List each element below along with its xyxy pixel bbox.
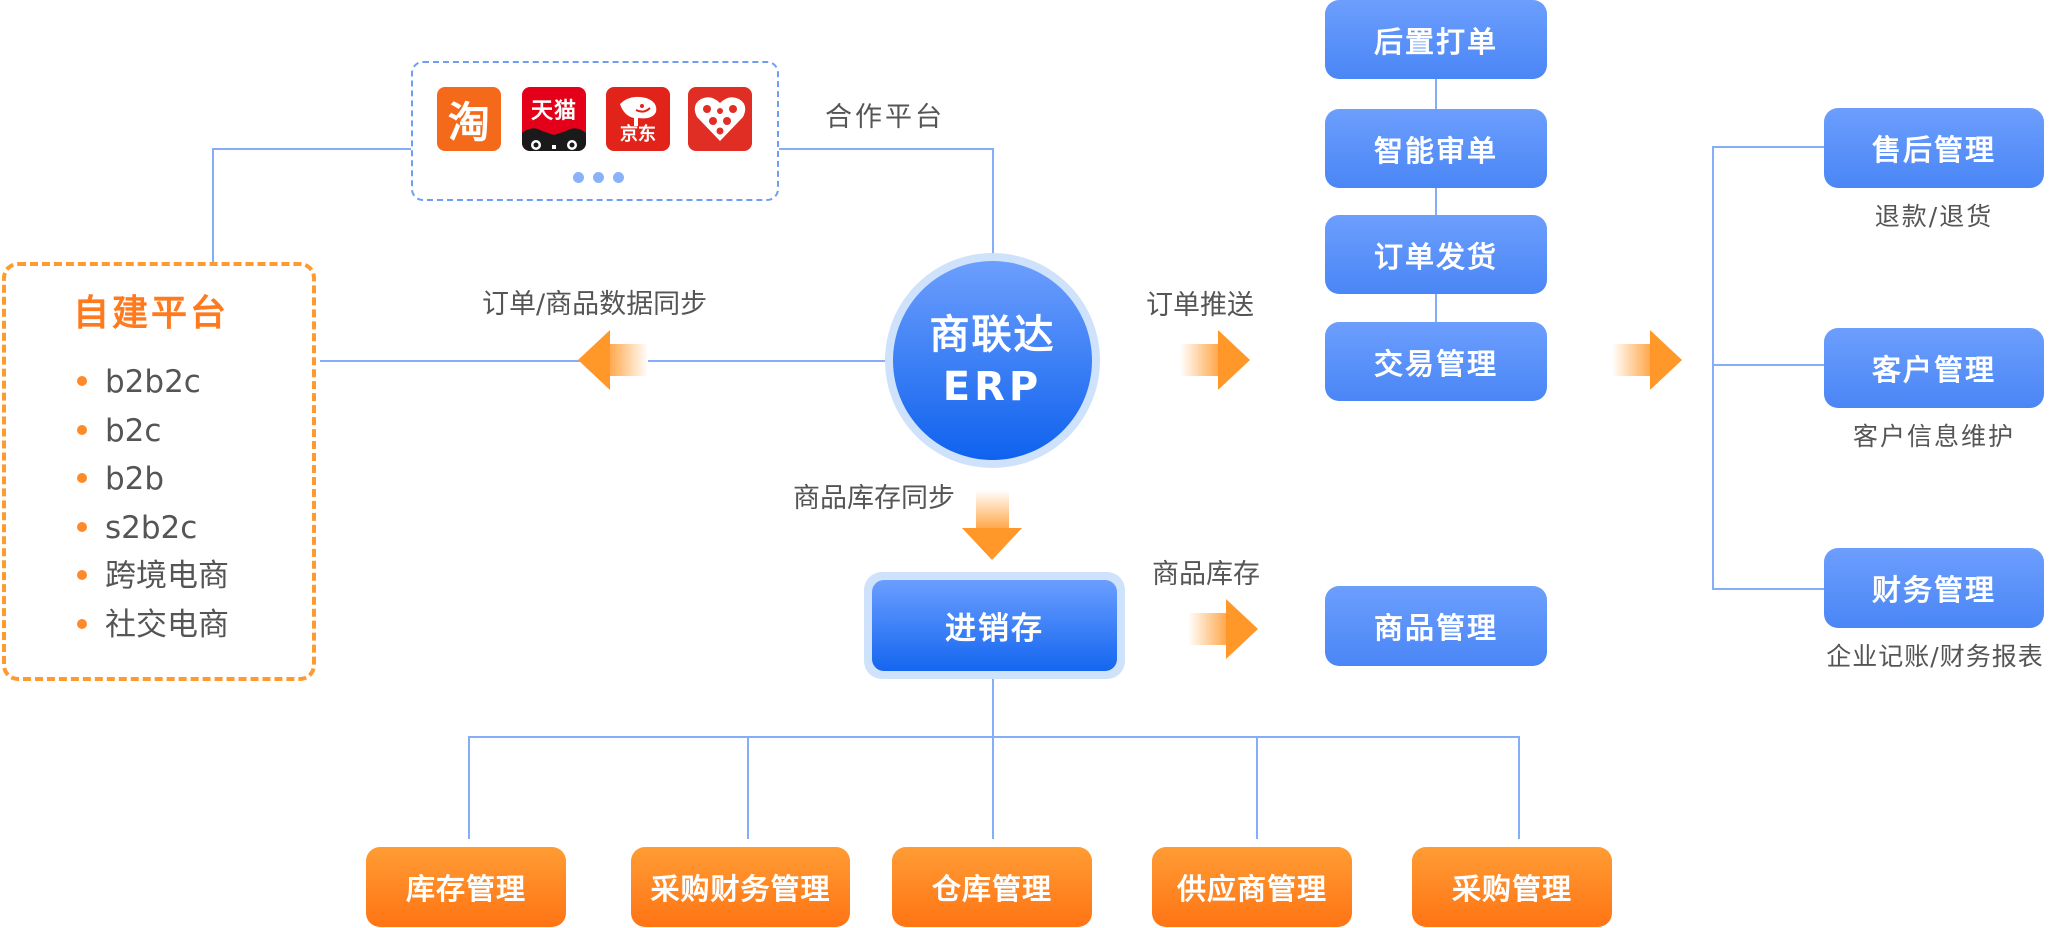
self-built-item: b2b2c [77, 367, 201, 398]
pinduoduo-icon [688, 87, 752, 151]
connector-jxc-down [992, 679, 994, 737]
purchase-management-box[interactable]: 采购管理 [1412, 847, 1612, 927]
purchase-finance-management-box[interactable]: 采购财务管理 [631, 847, 850, 927]
arrow-right-icon [1180, 330, 1250, 390]
customer-management-box[interactable]: 客户管理 [1824, 328, 2044, 408]
more-dots-icon [613, 172, 624, 183]
bullet-icon [77, 424, 87, 435]
erp-label: ERP [942, 363, 1043, 410]
connector-platforms-to-erp-h [777, 148, 994, 150]
self-built-item: 跨境电商 [77, 561, 229, 592]
tmall-cat-icon [522, 128, 586, 151]
self-built-item-label: s2b2c [105, 510, 198, 546]
jd-icon: 京东 [606, 87, 670, 151]
jd-glyph: 京东 [620, 124, 656, 145]
taobao-glyph: 淘 [447, 97, 490, 147]
product-stock-label: 商品库存 [1152, 559, 1260, 590]
self-built-item: b2b [77, 464, 164, 495]
jd-dog-icon [620, 96, 657, 126]
connector-bottom-3 [992, 736, 994, 839]
self-built-item-label: b2b [105, 461, 165, 497]
connector-bottom-5 [1518, 736, 1520, 839]
bullet-icon [77, 375, 87, 386]
connector-order-flow [1435, 79, 1437, 323]
self-built-item-label: 跨境电商 [105, 558, 229, 594]
self-built-item-label: b2c [105, 413, 162, 449]
arrow-right-icon [1188, 599, 1258, 659]
taobao-icon: 淘 [437, 87, 501, 151]
connector-platforms-to-erp-v [992, 148, 994, 254]
connector-right-customer [1712, 364, 1824, 366]
customer-desc: 客户信息维护 [1852, 422, 2015, 451]
order-flow-box[interactable]: 后置打单 [1325, 0, 1547, 79]
aftersale-management-box[interactable]: 售后管理 [1824, 108, 2044, 188]
connector-selfbuilt-to-platforms [212, 148, 411, 150]
connector-erp-to-selfbuilt-b [648, 360, 886, 362]
connector-bottom-4 [1256, 736, 1258, 839]
supplier-management-box[interactable]: 供应商管理 [1152, 847, 1352, 927]
order-push-label: 订单推送 [1146, 290, 1254, 321]
connector-bottom-2 [747, 736, 749, 839]
connector-selfbuilt-up [212, 148, 214, 262]
arrow-down-icon [962, 490, 1022, 560]
self-built-item-label: 社交电商 [105, 607, 229, 643]
connector-erp-to-selfbuilt-a [320, 360, 580, 362]
tmall-glyph: 天猫 [530, 99, 577, 124]
finance-desc: 企业记账/财务报表 [1826, 642, 2044, 671]
order-flow-box[interactable]: 智能审单 [1325, 109, 1547, 188]
aftersale-desc: 退款/退货 [1874, 202, 1994, 231]
connector-right-bus [1712, 146, 1714, 589]
stock-sync-label: 商品库存同步 [793, 483, 955, 514]
connector-bottom-1 [468, 736, 470, 839]
more-dots-icon [573, 172, 584, 183]
connector-right-aftersale [1712, 146, 1824, 148]
self-built-item: s2b2c [77, 513, 197, 544]
self-built-platform-box [2, 262, 316, 681]
connector-right-finance [1712, 588, 1824, 590]
erp-center-node[interactable]: 商联达 ERP [893, 261, 1092, 460]
tmall-icon: 天猫 [522, 87, 586, 151]
self-built-item: b2c [77, 416, 161, 447]
self-built-title: 自建平台 [73, 293, 230, 334]
partner-platforms-label: 合作平台 [825, 102, 945, 133]
sync-label: 订单/商品数据同步 [482, 289, 708, 320]
finance-management-box[interactable]: 财务管理 [1824, 548, 2044, 628]
bullet-icon [77, 618, 87, 629]
inventory-management-box[interactable]: 库存管理 [366, 847, 566, 927]
bullet-icon [77, 569, 87, 580]
warehouse-management-box[interactable]: 仓库管理 [892, 847, 1092, 927]
erp-brand: 商联达 [929, 311, 1056, 358]
arrow-left-icon [578, 330, 648, 390]
connector-bottom-bus [468, 736, 1520, 738]
pinduoduo-heart-icon [694, 97, 746, 141]
arrow-right-icon [1612, 330, 1682, 390]
bullet-icon [77, 521, 87, 532]
product-management-box[interactable]: 商品管理 [1325, 586, 1547, 666]
more-dots-icon [593, 172, 604, 183]
jxc-box[interactable]: 进销存 [872, 580, 1117, 671]
trade-management-box[interactable]: 交易管理 [1325, 322, 1547, 401]
self-built-item-label: b2b2c [105, 364, 201, 400]
self-built-item: 社交电商 [77, 610, 229, 641]
order-flow-box[interactable]: 订单发货 [1325, 215, 1547, 294]
bullet-icon [77, 472, 87, 483]
